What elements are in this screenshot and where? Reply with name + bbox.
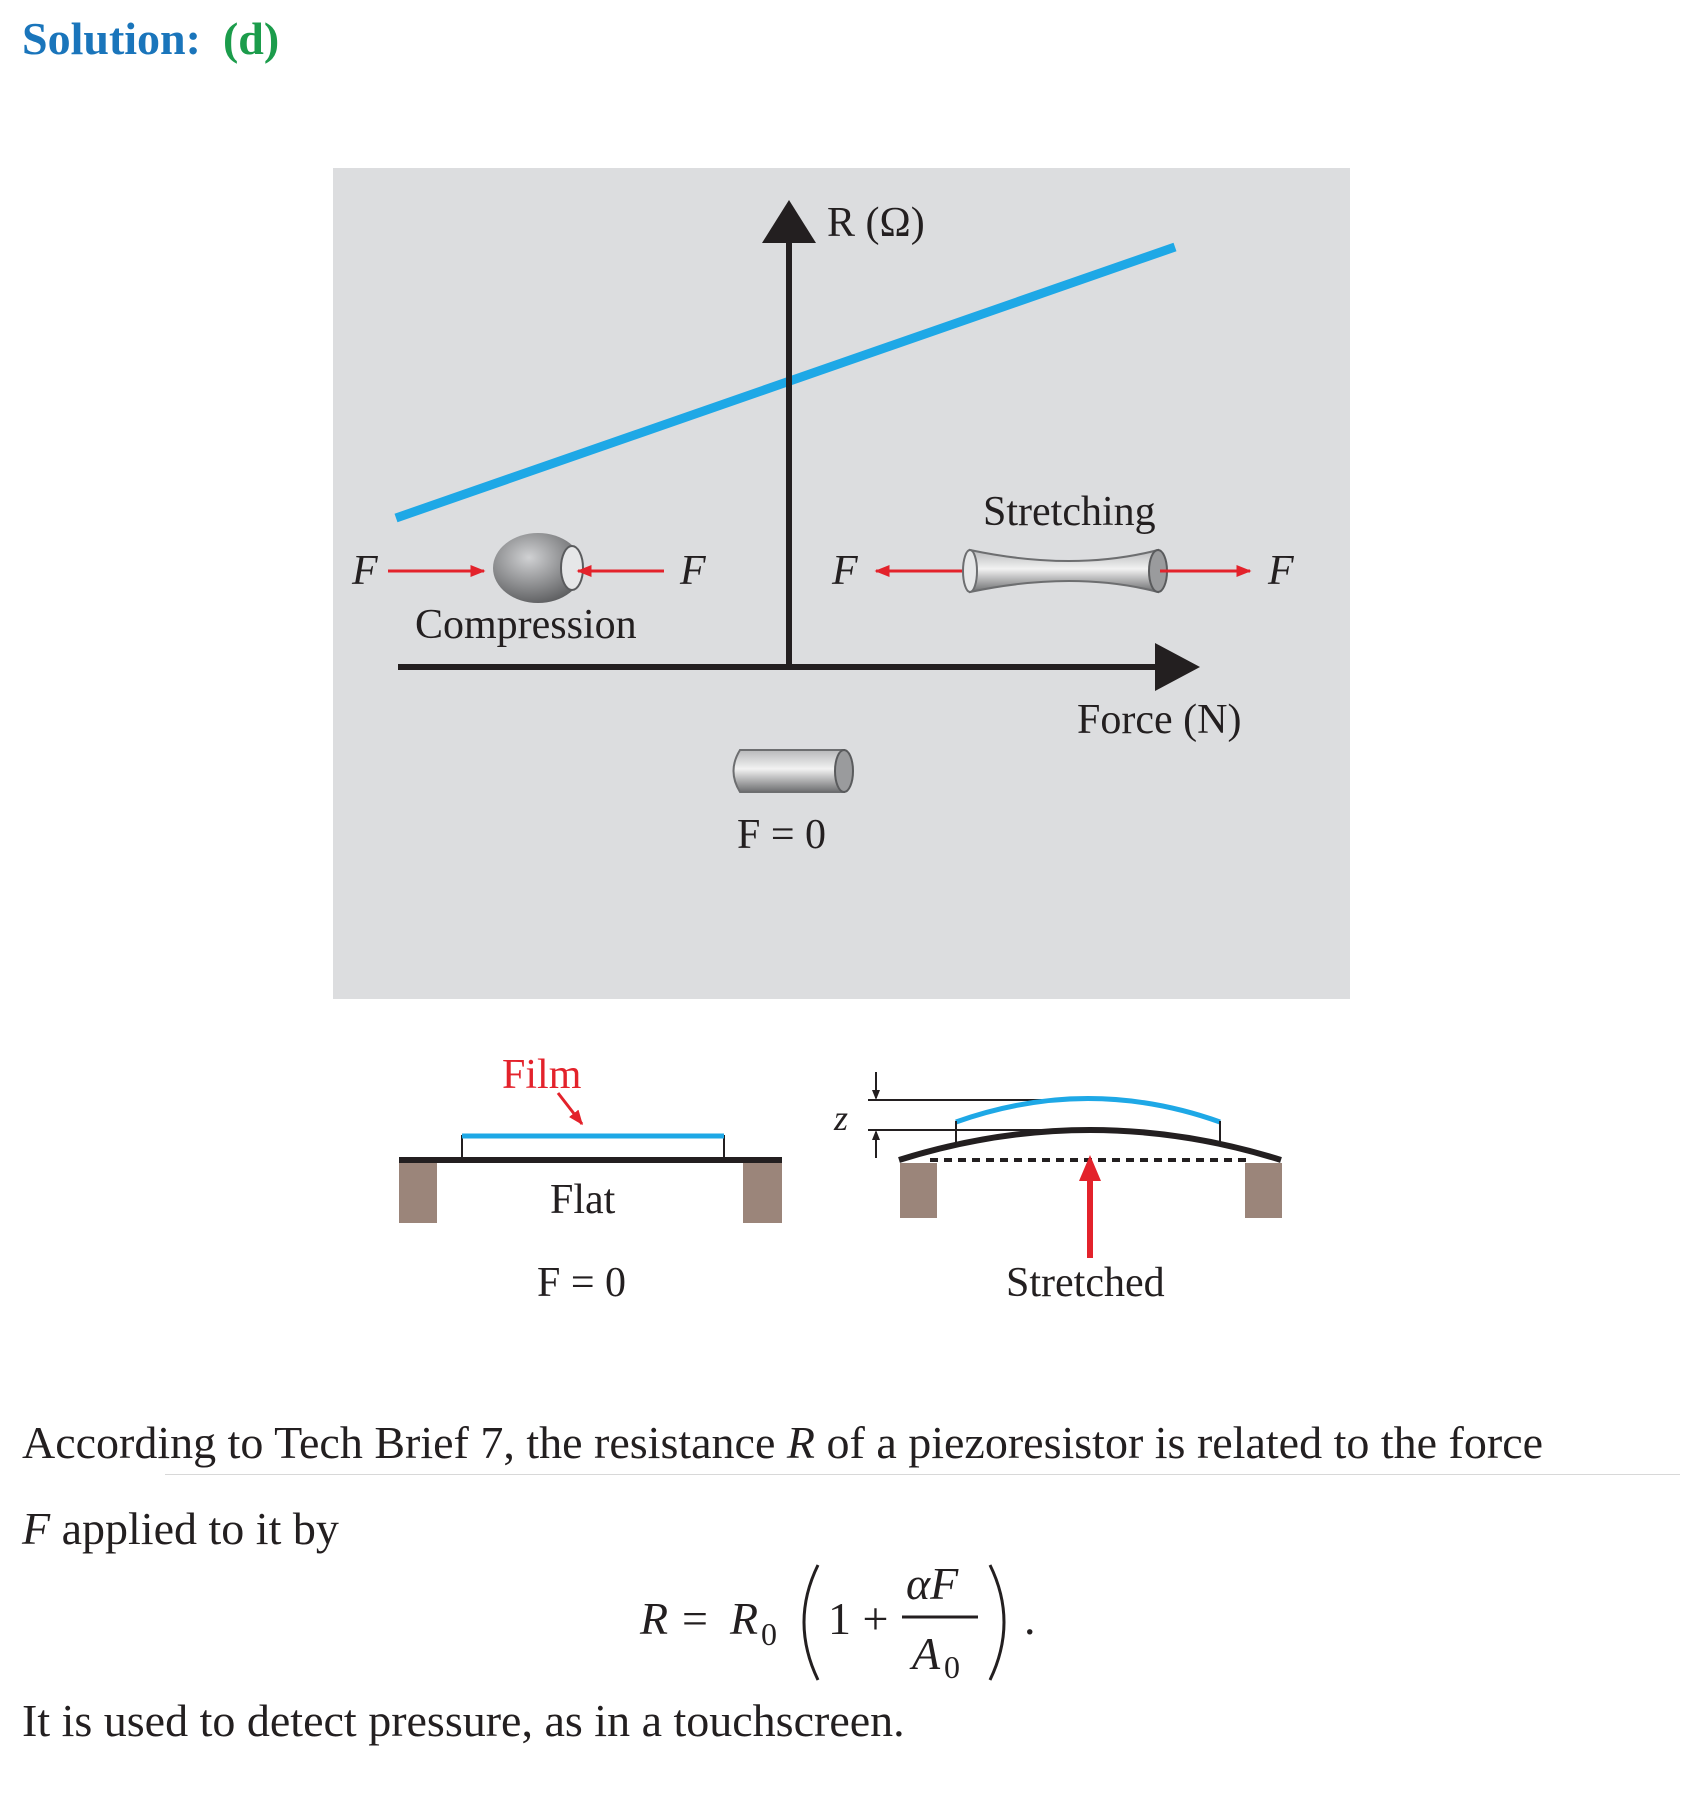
x-axis-label: Force (N) xyxy=(1077,697,1241,743)
stretched-substrate xyxy=(898,1127,1282,1163)
flat-support-right xyxy=(743,1163,782,1223)
z-arrow-down-head xyxy=(872,1090,880,1100)
rest-rod-end xyxy=(834,749,854,793)
solution-label: Solution: xyxy=(22,13,201,64)
eq-r0-sub: 0 xyxy=(761,1616,777,1652)
p2-var: F xyxy=(22,1503,51,1554)
eq-r0: R xyxy=(729,1593,758,1644)
flat-label: Flat xyxy=(550,1177,616,1223)
eq-lhs: R xyxy=(639,1593,668,1644)
stretched-film xyxy=(955,1096,1221,1125)
eq-numerator: αF xyxy=(906,1558,959,1609)
eq-denominator-sub: 0 xyxy=(944,1649,960,1685)
stretching-label: Stretching xyxy=(983,489,1156,535)
eq-equals: = xyxy=(682,1593,708,1644)
eq-paren-left xyxy=(802,1564,820,1681)
solution-heading: Solution: (d) xyxy=(22,12,279,65)
stretched-support-right xyxy=(1245,1163,1282,1218)
p1-var: R xyxy=(786,1417,815,1468)
solution-answer: (d) xyxy=(222,13,280,64)
compressed-ball xyxy=(493,533,583,603)
z-label: z xyxy=(833,1098,848,1138)
flat-force-label: F = 0 xyxy=(537,1260,626,1306)
eq-paren-right xyxy=(988,1564,1006,1681)
p2-post: applied to it by xyxy=(50,1503,339,1554)
stretching-force-left: F xyxy=(831,548,858,594)
paragraph-2: F applied to it by xyxy=(22,1506,339,1552)
eq-period: . xyxy=(1024,1593,1036,1644)
stretched-support-left xyxy=(900,1163,937,1218)
film-label: Film xyxy=(502,1052,582,1098)
p1-post: of a piezoresistor is related to the for… xyxy=(815,1417,1544,1468)
eq-denominator: A xyxy=(909,1628,941,1679)
y-axis-arrowhead xyxy=(762,200,816,243)
stretched-label: Stretched xyxy=(1006,1260,1165,1306)
film-pointer xyxy=(556,1092,584,1126)
rest-force-label: F = 0 xyxy=(737,812,826,858)
compression-force-right: F xyxy=(679,548,706,594)
stretched-rod-left-end xyxy=(962,549,978,593)
line-divider xyxy=(165,1474,1680,1475)
z-arrow-up-head xyxy=(872,1130,880,1140)
stretching-force-right: F xyxy=(1267,548,1294,594)
y-axis-label: R (Ω) xyxy=(827,200,925,246)
paragraph-3: It is used to detect pressure, as in a t… xyxy=(22,1695,905,1746)
paragraph-1: According to Tech Brief 7, the resistanc… xyxy=(22,1420,1543,1466)
flat-support-left xyxy=(399,1163,437,1223)
rest-rod xyxy=(732,749,845,793)
p1-pre: According to Tech Brief 7, the resistanc… xyxy=(22,1417,787,1468)
compression-force-left: F xyxy=(351,548,378,594)
compression-label: Compression xyxy=(415,602,637,648)
resistance-line xyxy=(394,242,1177,523)
stretching-force-arrow-head xyxy=(1079,1155,1101,1181)
eq-one-plus: 1 + xyxy=(828,1593,888,1644)
x-axis-arrowhead xyxy=(1155,643,1200,691)
